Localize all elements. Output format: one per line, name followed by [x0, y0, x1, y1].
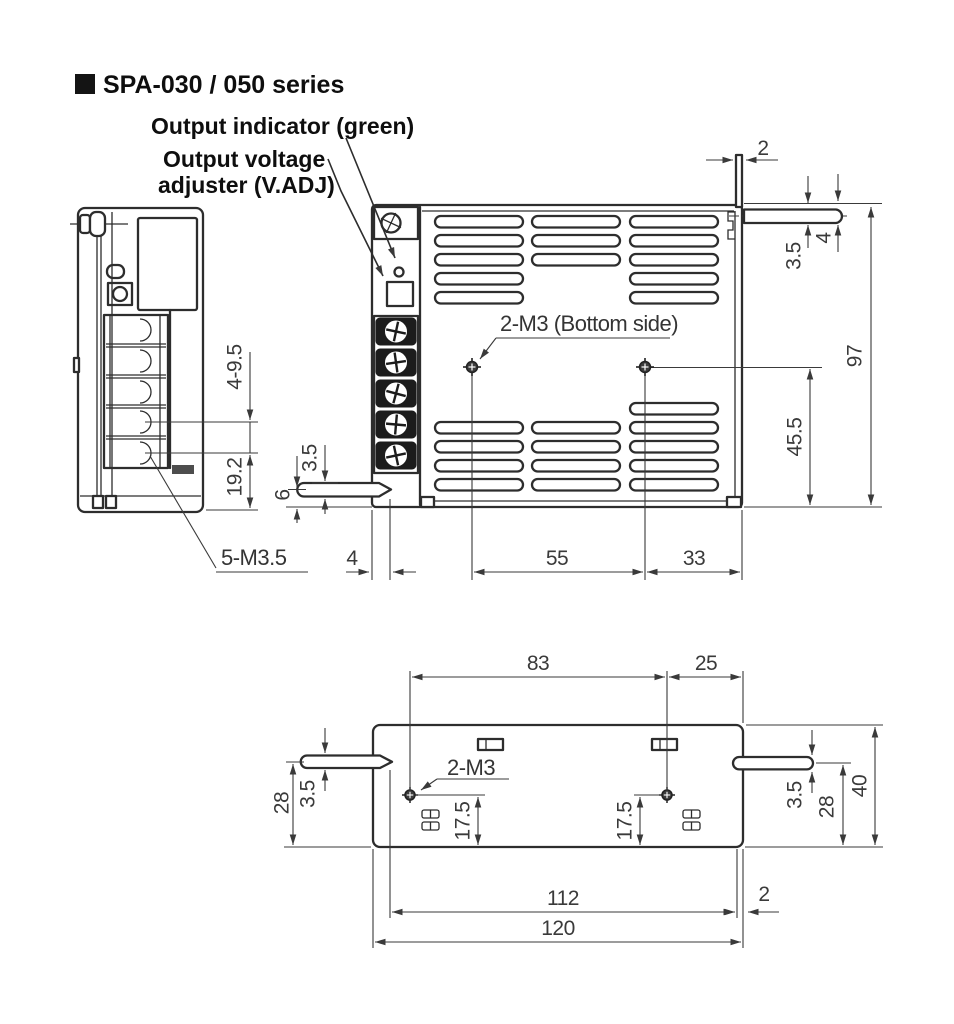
bottom-view-plate: [371, 723, 745, 849]
terminal-screws: [375, 317, 417, 470]
terminal-clamps: [139, 318, 152, 465]
dim-height-97: 97: [844, 345, 867, 367]
dim-rear-flange-2: 2: [758, 883, 769, 906]
callout-output-voltage-line1: Output voltage: [163, 146, 325, 172]
dim-pin-right-3_5: 3.5: [784, 781, 807, 809]
plate-slot: [650, 737, 679, 752]
dim-hole-inset-right: 17.5: [614, 802, 637, 841]
dim-flange-2: 2: [757, 137, 768, 160]
page-title: SPA-030 / 050 series: [103, 71, 344, 99]
bottom-view-dimensions: 83 25 2-M3 17.5 17.5 3.5 28 3.5: [271, 652, 883, 948]
indicator-plate: [106, 281, 134, 307]
foot: [725, 495, 743, 509]
terminal-strip: [372, 314, 420, 475]
side-view-mounting-label: 2-M3 (Bottom side): [479, 311, 679, 360]
mounting-hole-left: [463, 358, 481, 376]
label-bottom-mounting: 2-M3 (Bottom side): [500, 311, 678, 336]
side-view-case: [370, 203, 744, 509]
mounting-pin-bottom-left: [299, 754, 394, 770]
side-view: 2-M3 (Bottom side) 2 3.5 4 97: [272, 137, 882, 580]
dim-pin-span-112: 112: [547, 887, 579, 910]
dim-hole-to-rear-33: 33: [683, 547, 705, 570]
dim-depth-40: 40: [849, 775, 872, 797]
vent-slots: [433, 214, 720, 492]
dim-front-depth: 4: [346, 547, 358, 570]
callout-output-voltage-line2: adjuster (V.ADJ): [158, 172, 335, 198]
terminal-block-side: [102, 313, 170, 470]
small-slot: [105, 263, 126, 280]
top-screw: [70, 210, 128, 238]
front-view: 4-9.5 19.2 5-M3.5: [70, 206, 308, 573]
dim-pin-right-to-bottom: 28: [816, 796, 839, 818]
foot: [419, 495, 436, 509]
header: SPA-030 / 050 series: [75, 71, 344, 99]
dim-pin-to-bottom: 6: [272, 489, 295, 500]
mounting-pin-bottom-right: [731, 755, 815, 771]
label-terminal-screws: 5-M3.5: [221, 545, 287, 570]
dim-hole-pitch-83: 83: [527, 652, 549, 675]
panel-screw: [380, 212, 402, 234]
inner-panel: [136, 216, 199, 312]
dim-pin-left-to-bottom: 28: [271, 792, 294, 814]
dim-pin-left-3_5: 3.5: [297, 780, 320, 808]
dim-hole-inset-left: 17.5: [452, 802, 475, 841]
voltage-adjuster: [385, 280, 415, 308]
front-panel: [372, 205, 420, 475]
callouts: Output indicator (green) Output voltage …: [151, 113, 414, 277]
mounting-pin-left: [296, 481, 393, 498]
dim-hole-to-rear-25: 25: [695, 652, 717, 675]
bottom-view: 83 25 2-M3 17.5 17.5 3.5 28 3.5: [271, 652, 883, 948]
label-bottom-holes: 2-M3: [447, 755, 495, 780]
front-view-dimensions: 4-9.5 19.2 5-M3.5: [145, 344, 308, 573]
foot: [91, 494, 105, 510]
rear-notch: [727, 211, 735, 240]
edge-notch: [72, 356, 81, 374]
plate-slot: [476, 737, 505, 752]
indicator-hole: [111, 285, 129, 303]
label-sticker: [172, 465, 194, 474]
dim-pin-right: 4: [813, 232, 836, 244]
series-bullet-icon: [75, 74, 95, 94]
leader-output-voltage: [327, 158, 384, 277]
side-view-dimensions: 2 3.5 4 97 45.5 3.5: [272, 137, 882, 580]
dim-pin-offset-left: 3.5: [299, 444, 322, 472]
dim-width-120: 120: [541, 917, 575, 940]
foot: [104, 494, 118, 510]
screw-plate: [372, 205, 420, 241]
mounting-pin-top: [742, 208, 844, 225]
dim-pin-offset-right: 3.5: [783, 242, 806, 270]
callout-output-indicator: Output indicator (green): [151, 113, 414, 139]
dim-hole-to-bottom: 45.5: [784, 418, 807, 457]
dim-terminal-offset: 19.2: [224, 458, 247, 497]
dim-hole-pitch-55: 55: [546, 547, 568, 570]
mounting-holes: [463, 358, 822, 580]
rear-flange: [734, 153, 744, 209]
mounting-hole-right: [636, 358, 654, 376]
dim-terminal-pitch: 4-9.5: [224, 344, 247, 389]
plate-cutouts: [421, 809, 701, 831]
output-indicator-led: [393, 266, 405, 278]
